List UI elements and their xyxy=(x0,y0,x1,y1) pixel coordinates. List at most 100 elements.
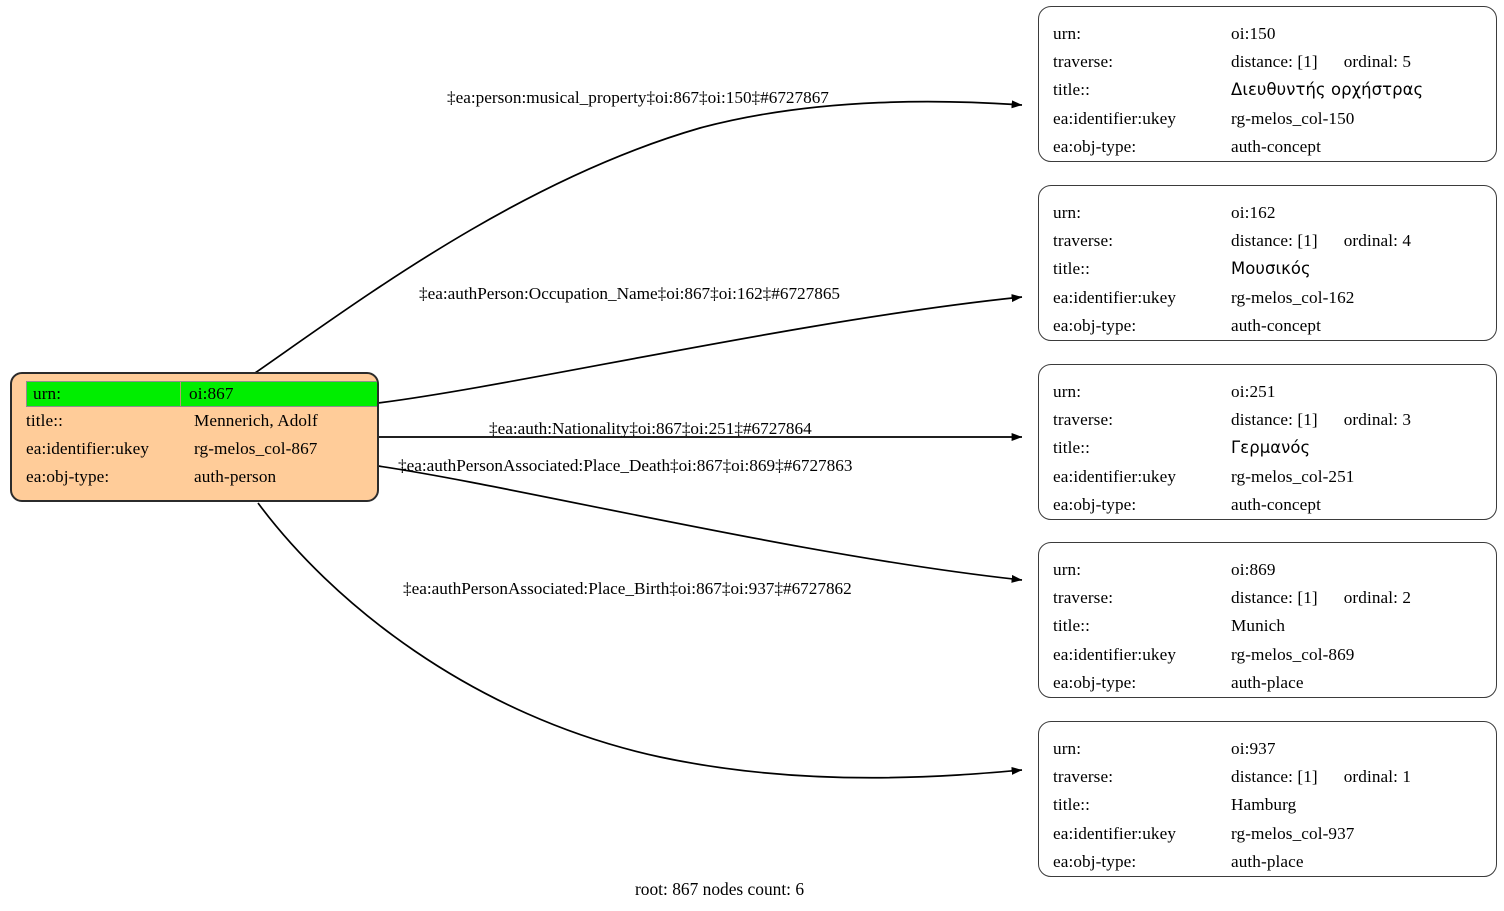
node-oi251-row-title: title:: Γερμανός xyxy=(1039,434,1496,462)
node-oi937-key-ukey: ea:identifier:ukey xyxy=(1053,823,1177,843)
node-oi150-key-traverse: traverse: xyxy=(1053,51,1114,71)
node-oi937-row-objtype: ea:obj-type: auth-place xyxy=(1039,848,1496,876)
node-oi869-rows: urn: oi:869 traverse: distance: [1] ordi… xyxy=(1039,543,1496,697)
node-oi162-value-title: Μουσικός xyxy=(1231,258,1311,278)
node-oi937[interactable]: urn: oi:937 traverse: distance: [1] ordi… xyxy=(1038,721,1497,877)
node-oi150-value-title: Διευθυντής ορχήστρας xyxy=(1231,79,1424,99)
node-root-key-objtype: ea:obj-type: xyxy=(26,467,110,487)
node-oi937-rows: urn: oi:937 traverse: distance: [1] ordi… xyxy=(1039,722,1496,876)
node-oi162-distance: distance: [1] xyxy=(1231,230,1318,250)
node-oi150-row-urn: urn: oi:150 xyxy=(1039,19,1496,47)
node-oi251-key-title: title:: xyxy=(1053,438,1090,458)
node-oi150[interactable]: urn: oi:150 traverse: distance: [1] ordi… xyxy=(1038,6,1497,162)
node-root-value-urn: oi:867 xyxy=(189,384,234,404)
node-root-oi867[interactable]: urn: oi:867 title:: Mennerich, Adolf ea:… xyxy=(10,372,379,502)
node-oi251-key-objtype: ea:obj-type: xyxy=(1053,495,1137,515)
node-oi162-value-traverse: distance: [1] ordinal: 4 xyxy=(1231,232,1496,249)
edge-path-oi937 xyxy=(257,502,1023,779)
edge-path-oi150 xyxy=(254,100,1023,374)
node-oi162-rows: urn: oi:162 traverse: distance: [1] ordi… xyxy=(1039,186,1496,340)
node-oi162-value-urn: oi:162 xyxy=(1231,202,1276,222)
node-oi150-key-urn: urn: xyxy=(1053,23,1082,43)
node-oi251-value-traverse: distance: [1] ordinal: 3 xyxy=(1231,411,1496,428)
node-oi937-key-title: title:: xyxy=(1053,795,1090,815)
node-oi162-row-ukey: ea:identifier:ukey rg-melos_col-162 xyxy=(1039,283,1496,311)
node-oi251-ordinal: ordinal: 3 xyxy=(1343,409,1412,429)
node-oi162-key-objtype: ea:obj-type: xyxy=(1053,316,1137,336)
node-oi162-key-ukey: ea:identifier:ukey xyxy=(1053,287,1177,307)
node-oi869-key-ukey: ea:identifier:ukey xyxy=(1053,644,1177,664)
edge-label-oi869: ‡ea:authPersonAssociated:Place_Death‡oi:… xyxy=(398,456,853,475)
node-oi251-value-ukey: rg-melos_col-251 xyxy=(1231,466,1355,486)
node-oi251-key-urn: urn: xyxy=(1053,381,1082,401)
node-oi150-rows: urn: oi:150 traverse: distance: [1] ordi… xyxy=(1039,7,1496,161)
edge-path-oi869 xyxy=(377,465,1023,583)
node-root-key-urn: urn: xyxy=(27,382,181,406)
edge-label-oi937: ‡ea:authPersonAssociated:Place_Birth‡oi:… xyxy=(403,579,852,598)
node-oi251-key-ukey: ea:identifier:ukey xyxy=(1053,466,1177,486)
node-oi937-value-traverse: distance: [1] ordinal: 1 xyxy=(1231,768,1496,785)
edge-label-oi251: ‡ea:auth:Nationality‡oi:867‡oi:251‡#6727… xyxy=(489,419,812,438)
node-oi162-row-title: title:: Μουσικός xyxy=(1039,255,1496,283)
node-oi150-row-traverse: traverse: distance: [1] ordinal: 5 xyxy=(1039,47,1496,75)
edge-label-oi150: ‡ea:person:musical_property‡oi:867‡oi:15… xyxy=(447,88,829,107)
node-oi162-row-traverse: traverse: distance: [1] ordinal: 4 xyxy=(1039,226,1496,254)
edge-label-oi162: ‡ea:authPerson:Occupation_Name‡oi:867‡oi… xyxy=(419,284,841,303)
node-oi162-row-urn: urn: oi:162 xyxy=(1039,198,1496,226)
node-oi937-key-objtype: ea:obj-type: xyxy=(1053,852,1137,872)
node-root-value-objtype: auth-person xyxy=(194,467,277,487)
node-root-row-urn: urn: oi:867 xyxy=(26,381,377,407)
node-oi162-key-traverse: traverse: xyxy=(1053,230,1114,250)
node-root-row-objtype: ea:obj-type: auth-person xyxy=(12,463,377,491)
node-oi869-row-objtype: ea:obj-type: auth-place xyxy=(1039,669,1496,697)
node-oi251-row-objtype: ea:obj-type: auth-concept xyxy=(1039,491,1496,519)
node-oi869-row-ukey: ea:identifier:ukey rg-melos_col-869 xyxy=(1039,640,1496,668)
node-oi869-row-urn: urn: oi:869 xyxy=(1039,555,1496,583)
node-root-rows: urn: oi:867 title:: Mennerich, Adolf ea:… xyxy=(12,374,377,500)
node-oi869-key-objtype: ea:obj-type: xyxy=(1053,673,1137,693)
node-oi251-key-traverse: traverse: xyxy=(1053,409,1114,429)
node-oi869[interactable]: urn: oi:869 traverse: distance: [1] ordi… xyxy=(1038,542,1497,698)
node-oi937-row-ukey: ea:identifier:ukey rg-melos_col-937 xyxy=(1039,819,1496,847)
node-oi251[interactable]: urn: oi:251 traverse: distance: [1] ordi… xyxy=(1038,364,1497,520)
node-oi937-key-traverse: traverse: xyxy=(1053,766,1114,786)
node-oi162-ordinal: ordinal: 4 xyxy=(1343,230,1412,250)
node-oi869-value-urn: oi:869 xyxy=(1231,559,1276,579)
node-oi251-value-objtype: auth-concept xyxy=(1231,495,1321,515)
node-oi251-value-urn: oi:251 xyxy=(1231,381,1276,401)
node-oi150-value-objtype: auth-concept xyxy=(1231,137,1321,157)
node-oi937-value-objtype: auth-place xyxy=(1231,852,1304,872)
node-oi162[interactable]: urn: oi:162 traverse: distance: [1] ordi… xyxy=(1038,185,1497,341)
node-oi150-ordinal: ordinal: 5 xyxy=(1343,51,1412,71)
node-oi937-row-urn: urn: oi:937 xyxy=(1039,734,1496,762)
node-oi150-row-ukey: ea:identifier:ukey rg-melos_col-150 xyxy=(1039,104,1496,132)
node-oi150-value-urn: oi:150 xyxy=(1231,23,1276,43)
node-root-row-ukey: ea:identifier:ukey rg-melos_col-867 xyxy=(12,435,377,463)
node-oi162-key-title: title:: xyxy=(1053,259,1090,279)
node-oi251-distance: distance: [1] xyxy=(1231,409,1318,429)
node-oi150-distance: distance: [1] xyxy=(1231,51,1318,71)
node-oi869-key-title: title:: xyxy=(1053,616,1090,636)
node-oi869-row-title: title:: Munich xyxy=(1039,612,1496,640)
node-oi869-distance: distance: [1] xyxy=(1231,587,1318,607)
node-oi162-value-objtype: auth-concept xyxy=(1231,316,1321,336)
node-oi869-key-traverse: traverse: xyxy=(1053,587,1114,607)
node-oi869-value-ukey: rg-melos_col-869 xyxy=(1231,644,1355,664)
node-oi869-ordinal: ordinal: 2 xyxy=(1343,587,1412,607)
graph-caption: root: 867 nodes count: 6 xyxy=(635,879,805,899)
node-oi937-key-urn: urn: xyxy=(1053,738,1082,758)
node-root-key-title: title:: xyxy=(26,411,63,431)
node-oi869-row-traverse: traverse: distance: [1] ordinal: 2 xyxy=(1039,583,1496,611)
node-root-key-ukey: ea:identifier:ukey xyxy=(26,439,150,459)
node-oi937-value-urn: oi:937 xyxy=(1231,738,1276,758)
node-root-value-ukey: rg-melos_col-867 xyxy=(194,439,318,459)
node-oi150-row-objtype: ea:obj-type: auth-concept xyxy=(1039,133,1496,161)
node-oi162-key-urn: urn: xyxy=(1053,202,1082,222)
node-oi162-value-ukey: rg-melos_col-162 xyxy=(1231,287,1355,307)
node-oi150-key-ukey: ea:identifier:ukey xyxy=(1053,108,1177,128)
node-oi937-value-title: Hamburg xyxy=(1231,795,1297,815)
node-oi251-rows: urn: oi:251 traverse: distance: [1] ordi… xyxy=(1039,365,1496,519)
node-oi869-value-traverse: distance: [1] ordinal: 2 xyxy=(1231,589,1496,606)
node-oi150-key-objtype: ea:obj-type: xyxy=(1053,137,1137,157)
